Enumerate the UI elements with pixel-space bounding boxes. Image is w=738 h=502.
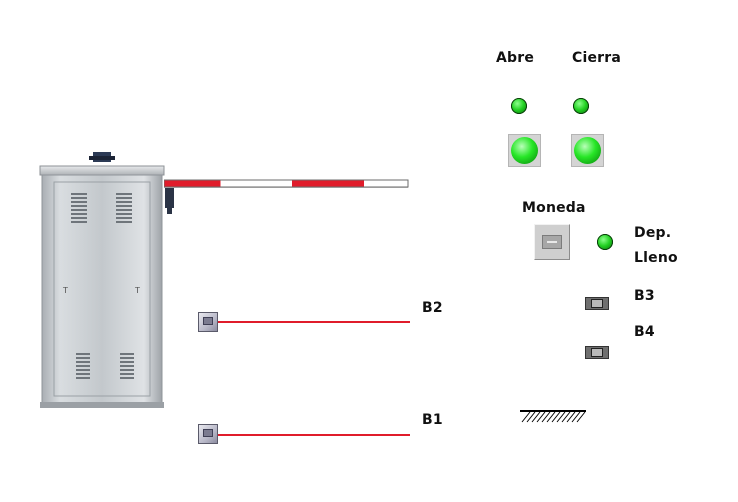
label-abre: Abre [496, 50, 535, 66]
green-led-icon [597, 234, 613, 250]
coin-slot-icon [542, 235, 562, 249]
sensor-b1-photo-sensor-icon[interactable] [198, 424, 218, 444]
barrier-arm [164, 179, 409, 188]
b4-limit-switch[interactable] [585, 346, 609, 359]
sensor-b1-beam [218, 434, 410, 436]
green-push-button-icon [511, 137, 538, 164]
abre-button[interactable] [508, 134, 541, 167]
green-led-icon [573, 98, 589, 114]
coin-button[interactable] [534, 224, 570, 260]
label-moneda: Moneda [522, 200, 586, 216]
sensor-b2-beam [218, 321, 410, 323]
label-dep: Dep. [634, 225, 672, 241]
limit-switch-icon [591, 299, 603, 308]
label-b3: B3 [634, 288, 655, 304]
sensor-b2-photo-sensor-icon[interactable] [198, 312, 218, 332]
label-cierra: Cierra [572, 50, 622, 66]
barrier-gate-cabinet: T T [39, 152, 174, 408]
label-b1: B1 [422, 412, 443, 428]
cierra-button[interactable] [571, 134, 604, 167]
green-push-button-icon [574, 137, 601, 164]
label-b4: B4 [634, 324, 655, 340]
green-led-icon [511, 98, 527, 114]
ground-hatch-icon [520, 410, 586, 423]
b3-limit-switch[interactable] [585, 297, 609, 310]
label-b2: B2 [422, 300, 443, 316]
svg-text:T: T [134, 286, 140, 295]
label-lleno: Lleno [634, 250, 678, 266]
svg-text:T: T [62, 286, 68, 295]
limit-switch-icon [591, 348, 603, 357]
